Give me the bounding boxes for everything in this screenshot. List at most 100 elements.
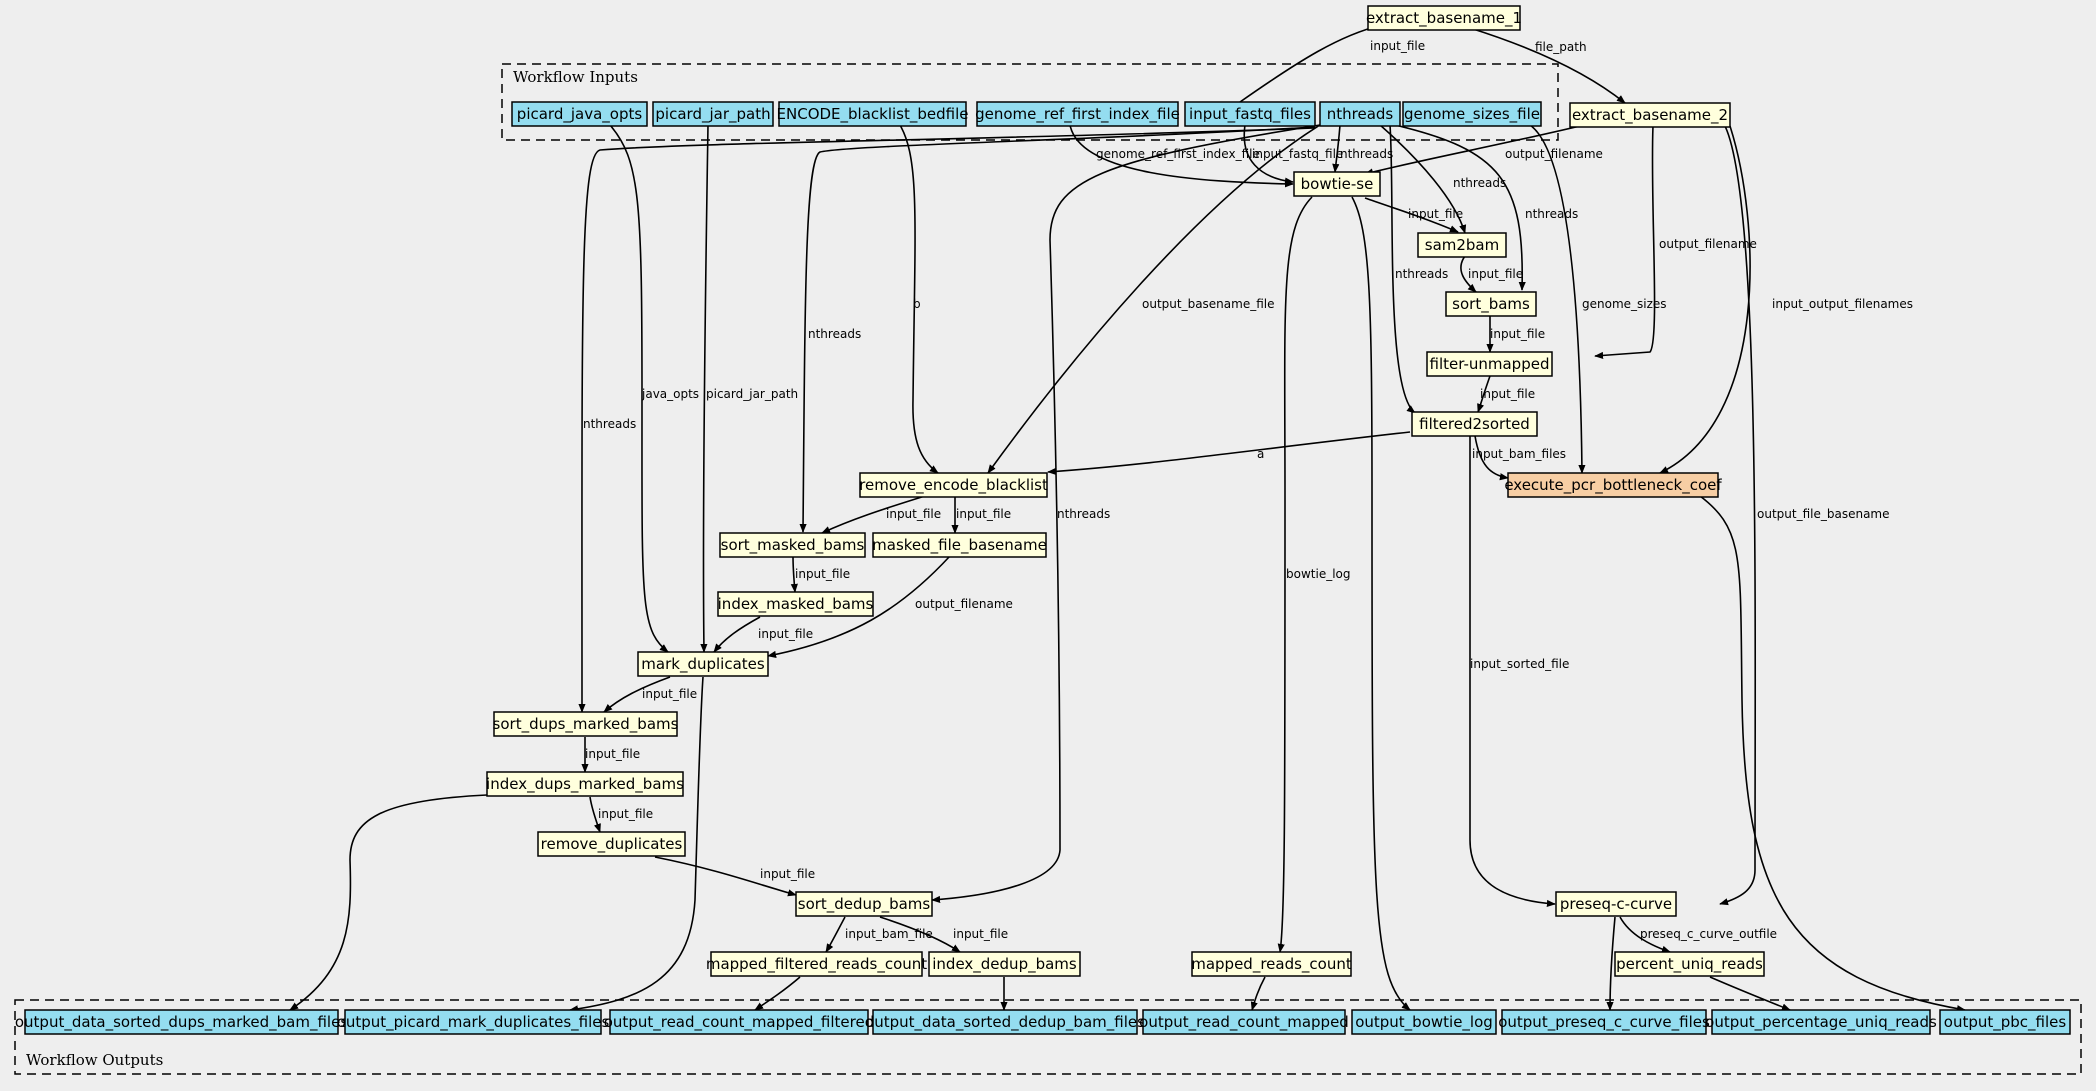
node-box bbox=[1351, 1009, 1497, 1035]
node-box bbox=[609, 1009, 869, 1035]
edge-label: input_file bbox=[598, 807, 653, 821]
node-box bbox=[976, 101, 1179, 127]
workflow-inputs-label: Workflow Inputs bbox=[513, 68, 638, 86]
node-box bbox=[1614, 951, 1765, 977]
edge-bowtie-outlog bbox=[1351, 196, 1411, 1011]
nodes: picard_java_opts picard_jar_path ENCODE_bl… bbox=[15, 5, 2071, 1035]
node-box bbox=[1939, 1009, 2071, 1035]
node-label: mapped_reads_count bbox=[1191, 955, 1352, 974]
node-extract-basename-1: extract_basename_1 bbox=[1366, 5, 1522, 31]
node-label: extract_basename_1 bbox=[1366, 9, 1522, 28]
node-box bbox=[1417, 232, 1507, 258]
edge-label: output_filename bbox=[915, 597, 1013, 611]
node-label: preseq-c-curve bbox=[1560, 895, 1672, 913]
node-box bbox=[795, 891, 933, 917]
node-mapped-filtered-reads-count: mapped_filtered_reads_count bbox=[706, 951, 927, 977]
edge-label: nthreads bbox=[1525, 207, 1578, 221]
edge-jarpath-markdup bbox=[700, 124, 709, 653]
node-label: input_fastq_files bbox=[1189, 105, 1311, 124]
node-label: output_picard_mark_duplicates_files bbox=[337, 1013, 610, 1032]
node-label: percent_uniq_reads bbox=[1616, 955, 1763, 974]
edge-removedup-sortdedup bbox=[654, 856, 797, 897]
node-box bbox=[1142, 1009, 1346, 1035]
edge-label: output_filename bbox=[1505, 147, 1603, 161]
edge-label: input_file bbox=[795, 567, 850, 581]
node-box bbox=[652, 101, 774, 127]
node-encode-blacklist-bedfile: ENCODE_blacklist_bedfile bbox=[777, 101, 968, 127]
edge-f2s-pcr bbox=[1474, 435, 1509, 481]
node-output-read-count-mapped-filtered: output_read_count_mapped_filtered bbox=[604, 1009, 874, 1035]
node-label: genome_sizes_file bbox=[1404, 105, 1540, 124]
edge-filter-f2s bbox=[1477, 375, 1491, 413]
edge-label: a bbox=[1257, 447, 1264, 461]
node-box bbox=[928, 951, 1081, 977]
node-output-data-sorted-dedup-bam-files: output_data_sorted_dedup_bam_files bbox=[865, 1009, 1145, 1035]
edge-bowtie-sam2bam bbox=[1364, 197, 1459, 233]
edge-f2s-preseq bbox=[1469, 436, 1556, 908]
edge-indexmasked-markdup bbox=[713, 616, 761, 653]
node-label: extract_basename_2 bbox=[1572, 106, 1728, 125]
edge-label: input_file bbox=[585, 747, 640, 761]
node-label: sort_dedup_bams bbox=[798, 895, 931, 914]
edge-label: genome_ref_first_index_file bbox=[1096, 147, 1260, 161]
node-sort-bams: sort_bams bbox=[1445, 291, 1537, 317]
edge-javaopts-markdup bbox=[609, 124, 669, 653]
node-label: output_preseq_c_curve_files bbox=[1498, 1013, 1710, 1032]
node-genome-sizes-file: genome_sizes_file bbox=[1402, 101, 1542, 127]
edge-label: nthreads bbox=[1057, 507, 1110, 521]
edge-nthreads-sortdedup bbox=[931, 124, 1321, 903]
node-output-pbc-files: output_pbc_files bbox=[1939, 1009, 2071, 1035]
node-box bbox=[537, 831, 686, 857]
edge-label: nthreads bbox=[1453, 176, 1506, 190]
node-output-percentage-uniq-reads: output_percentage_uniq_reads bbox=[1705, 1009, 1937, 1035]
edge-blacklist-removeblacklist bbox=[899, 124, 939, 474]
node-box bbox=[1555, 891, 1677, 917]
node-label: genome_ref_first_index_file bbox=[975, 105, 1180, 124]
edge-label: output_filename bbox=[1659, 237, 1757, 251]
node-label: sort_masked_bams bbox=[721, 536, 865, 555]
edge-label: input_file bbox=[1468, 267, 1523, 281]
edge-extract1-extract2 bbox=[1469, 27, 1626, 104]
node-output-data-sorted-dups-marked-bam-files: output_data_sorted_dups_marked_bam_files bbox=[15, 1009, 348, 1035]
node-box bbox=[872, 1009, 1138, 1035]
node-sam2bam: sam2bam bbox=[1417, 232, 1507, 258]
edge-nthreads-sortdups bbox=[578, 127, 1316, 713]
edge-nthreads-sam2bam bbox=[1379, 124, 1467, 234]
node-label: sam2bam bbox=[1425, 236, 1500, 254]
node-sort-dups-marked-bams: sort_dups_marked_bams bbox=[493, 711, 679, 737]
workflow-outputs-cluster: Workflow Outputs bbox=[14, 999, 2082, 1075]
node-label: output_data_sorted_dedup_bam_files bbox=[865, 1013, 1145, 1032]
edge-extract2-pcr bbox=[1659, 125, 1751, 474]
edge-removeblacklist-sortmasked bbox=[821, 495, 926, 534]
node-label: index_dedup_bams bbox=[932, 955, 1077, 974]
edge-nthreads-sortbams bbox=[1394, 124, 1526, 291]
node-box bbox=[637, 651, 769, 677]
node-output-picard-mark-duplicates-files: output_picard_mark_duplicates_files bbox=[337, 1009, 610, 1035]
edge-indexdups-outdupsmarked bbox=[289, 794, 488, 1011]
node-input-fastq-files: input_fastq_files bbox=[1184, 101, 1316, 127]
edge-genomeref-bowtie bbox=[1069, 124, 1294, 188]
node-genome-ref-first-index-file: genome_ref_first_index_file bbox=[975, 101, 1180, 127]
node-percent-uniq-reads: percent_uniq_reads bbox=[1614, 951, 1765, 977]
edge-label: picard_jar_path bbox=[706, 387, 798, 401]
edge-label: b bbox=[913, 297, 921, 311]
node-label: picard_jar_path bbox=[655, 105, 770, 124]
node-label: filtered2sorted bbox=[1419, 415, 1530, 433]
node-picard-java-opts: picard_java_opts bbox=[511, 101, 648, 127]
edge-preseq-outpreseq bbox=[1606, 916, 1616, 1011]
node-box bbox=[493, 711, 678, 737]
node-remove-encode-blacklist: remove_encode_blacklist bbox=[859, 472, 1048, 498]
edge-label: input_file bbox=[886, 507, 941, 521]
edges bbox=[289, 23, 1966, 1013]
node-label: picard_java_opts bbox=[517, 105, 643, 124]
node-mark-duplicates: mark_duplicates bbox=[637, 651, 769, 677]
edge-pcr-outpbc bbox=[1699, 495, 1966, 1013]
edge-extract2-preseq bbox=[1719, 125, 1757, 906]
edge-sam2bam-sortbams bbox=[1460, 255, 1477, 293]
node-box bbox=[1184, 101, 1316, 127]
edge-markdup-sortdups bbox=[603, 676, 671, 713]
edge-label: output_basename_file bbox=[1142, 297, 1275, 311]
node-box bbox=[1191, 951, 1352, 977]
node-picard-jar-path: picard_jar_path bbox=[652, 101, 774, 127]
node-label: masked_file_basename bbox=[872, 536, 1047, 555]
